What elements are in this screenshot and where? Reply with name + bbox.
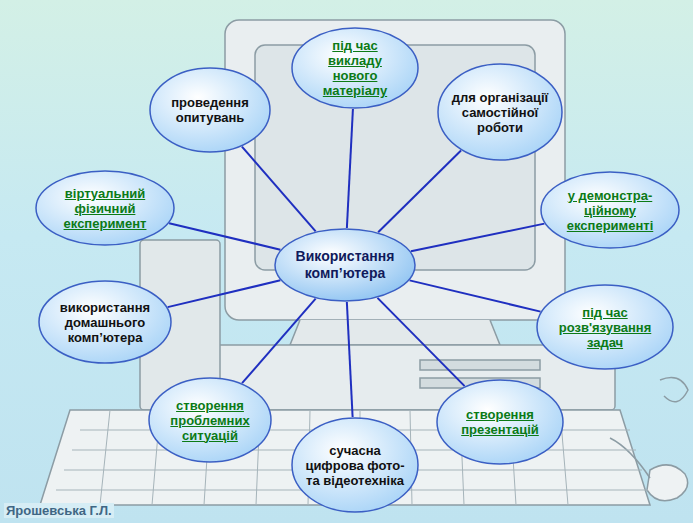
hyperlink-text: у демонстра-ційному експерименті <box>554 188 666 233</box>
node-text: сучасна цифрова фото- та відеотехніка <box>304 443 406 488</box>
text-holder: використання домашнього комп’ютера <box>52 300 159 345</box>
connector-stroke <box>242 299 316 384</box>
text-holder: під час викладу нового матеріалу <box>304 38 406 98</box>
topic-ellipse: використання домашнього комп’ютера <box>38 280 172 364</box>
connector-line <box>378 150 461 232</box>
topic-ellipse: віртуальний фізичний експеримент <box>35 170 175 246</box>
hub-ellipse: Використання комп’ютера <box>274 228 416 302</box>
node-text: використання домашнього комп’ютера <box>52 300 159 345</box>
topic-ellipse: проведення опитувань <box>149 67 271 153</box>
text-holder: Використання комп’ютера <box>288 248 402 282</box>
topic-ellipse: створення презентацій <box>436 379 564 465</box>
text-holder: віртуальний фізичний експеримент <box>49 186 161 231</box>
node-text: Використання комп’ютера <box>288 248 402 282</box>
connector-stroke <box>410 280 541 311</box>
topic-ellipse: сучасна цифрова фото- та відеотехніка <box>291 417 419 513</box>
connector-stroke <box>411 224 544 252</box>
connector-line <box>242 147 316 232</box>
author-label: Ярошевська Г.Л. <box>4 503 114 518</box>
connector-stroke <box>169 223 280 249</box>
connector-line <box>169 223 280 249</box>
text-holder: у демонстра-ційному експерименті <box>554 188 666 233</box>
node-text: проведення опитувань <box>161 95 259 125</box>
topic-ellipse: створення проблемних ситуацій <box>148 377 272 463</box>
text-holder: сучасна цифрова фото- та відеотехніка <box>304 443 406 488</box>
connector-stroke <box>347 302 353 417</box>
connector-stroke <box>347 109 353 228</box>
connector-line <box>168 280 281 307</box>
connector-stroke <box>242 147 316 232</box>
connector-line <box>347 109 353 228</box>
node-text: для організації самостійної роботи <box>450 90 551 135</box>
connector-stroke <box>378 150 461 232</box>
connector-line <box>377 298 464 386</box>
text-holder: для організації самостійної роботи <box>450 90 551 135</box>
connector-line <box>242 299 316 384</box>
text-holder: створення презентацій <box>449 407 551 437</box>
hyperlink-text: під час розв'язування задач <box>550 305 660 350</box>
connector-line <box>347 302 353 417</box>
hyperlink-text: віртуальний фізичний експеримент <box>49 186 161 231</box>
connector-line <box>410 280 541 311</box>
connector-line <box>411 224 544 252</box>
text-holder: створення проблемних ситуацій <box>161 398 260 443</box>
hyperlink-text: під час викладу нового матеріалу <box>304 38 406 98</box>
text-holder: під час розв'язування задач <box>550 305 660 350</box>
text-holder: проведення опитувань <box>161 95 259 125</box>
hyperlink-text: створення проблемних ситуацій <box>161 398 260 443</box>
topic-ellipse: під час викладу нового матеріалу <box>291 27 419 109</box>
connector-stroke <box>377 298 464 386</box>
connector-stroke <box>168 280 281 307</box>
topic-ellipse: під час розв'язування задач <box>536 284 674 370</box>
hyperlink-text: створення презентацій <box>449 407 551 437</box>
topic-ellipse: для організації самостійної роботи <box>437 63 563 161</box>
topic-ellipse: у демонстра-ційному експерименті <box>540 171 680 249</box>
